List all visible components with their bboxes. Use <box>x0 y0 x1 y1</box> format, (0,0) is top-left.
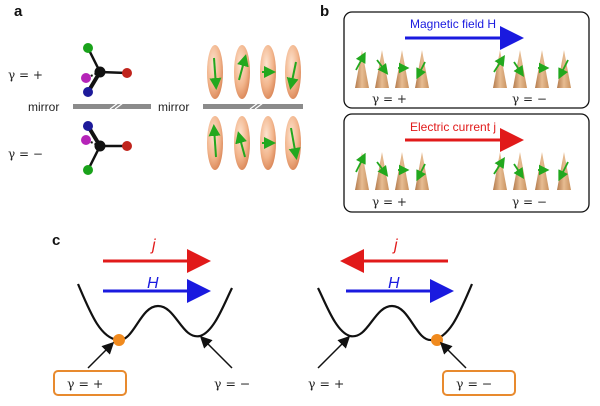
right-gamma-minus: γ = − <box>456 376 492 391</box>
gamma-minus-label: γ = − <box>8 147 43 161</box>
left-j-label: j <box>150 237 156 254</box>
magnetic-field-box <box>343 11 590 109</box>
right-pointer-plus <box>317 335 351 369</box>
cone-chain-magnetic-right <box>493 50 571 88</box>
chiral-molecule-top <box>81 43 132 97</box>
left-pointer-minus <box>199 335 233 369</box>
current-gamma-plus: γ = + <box>372 195 407 209</box>
electric-current-label: Electric current j <box>410 120 496 134</box>
cone-chain-current-left <box>355 152 429 190</box>
magnetic-field-label: Magnetic field H <box>410 17 496 31</box>
magnetic-gamma-plus: γ = + <box>372 92 407 106</box>
mirror-plane-right <box>203 102 303 110</box>
panel-letter-a: a <box>14 3 23 20</box>
electric-current-box <box>343 113 590 213</box>
mirror-label-right: mirror <box>158 100 189 114</box>
chiral-molecule-bottom <box>81 121 132 175</box>
left-H-label: H <box>147 275 159 292</box>
gamma-plus-label: γ = + <box>8 68 43 82</box>
left-pointer-plus <box>87 341 115 369</box>
right-H-label: H <box>388 275 400 292</box>
magnetic-gamma-minus: γ = − <box>512 92 547 106</box>
right-ball <box>431 334 443 346</box>
spin-helix-bottom <box>207 116 301 170</box>
mirror-plane-left <box>73 102 151 110</box>
left-ball <box>113 334 125 346</box>
current-gamma-minus: γ = − <box>512 195 547 209</box>
panel-letter-b: b <box>320 3 329 20</box>
spin-helix-top <box>207 45 301 99</box>
left-double-well-potential <box>76 283 233 342</box>
cone-chain-magnetic-left <box>355 50 429 88</box>
right-double-well-potential <box>317 283 474 342</box>
panel-letter-c: c <box>52 232 60 249</box>
right-gamma-plus: γ = + <box>308 376 344 391</box>
right-highlight-box <box>442 370 516 396</box>
cone-chain-current-right <box>493 152 571 190</box>
left-highlight-box <box>53 370 127 396</box>
mirror-label-left: mirror <box>28 100 59 114</box>
right-j-label: j <box>392 237 398 254</box>
left-gamma-minus: γ = − <box>214 376 250 391</box>
left-gamma-plus: γ = + <box>67 376 103 391</box>
right-pointer-minus <box>439 341 467 369</box>
